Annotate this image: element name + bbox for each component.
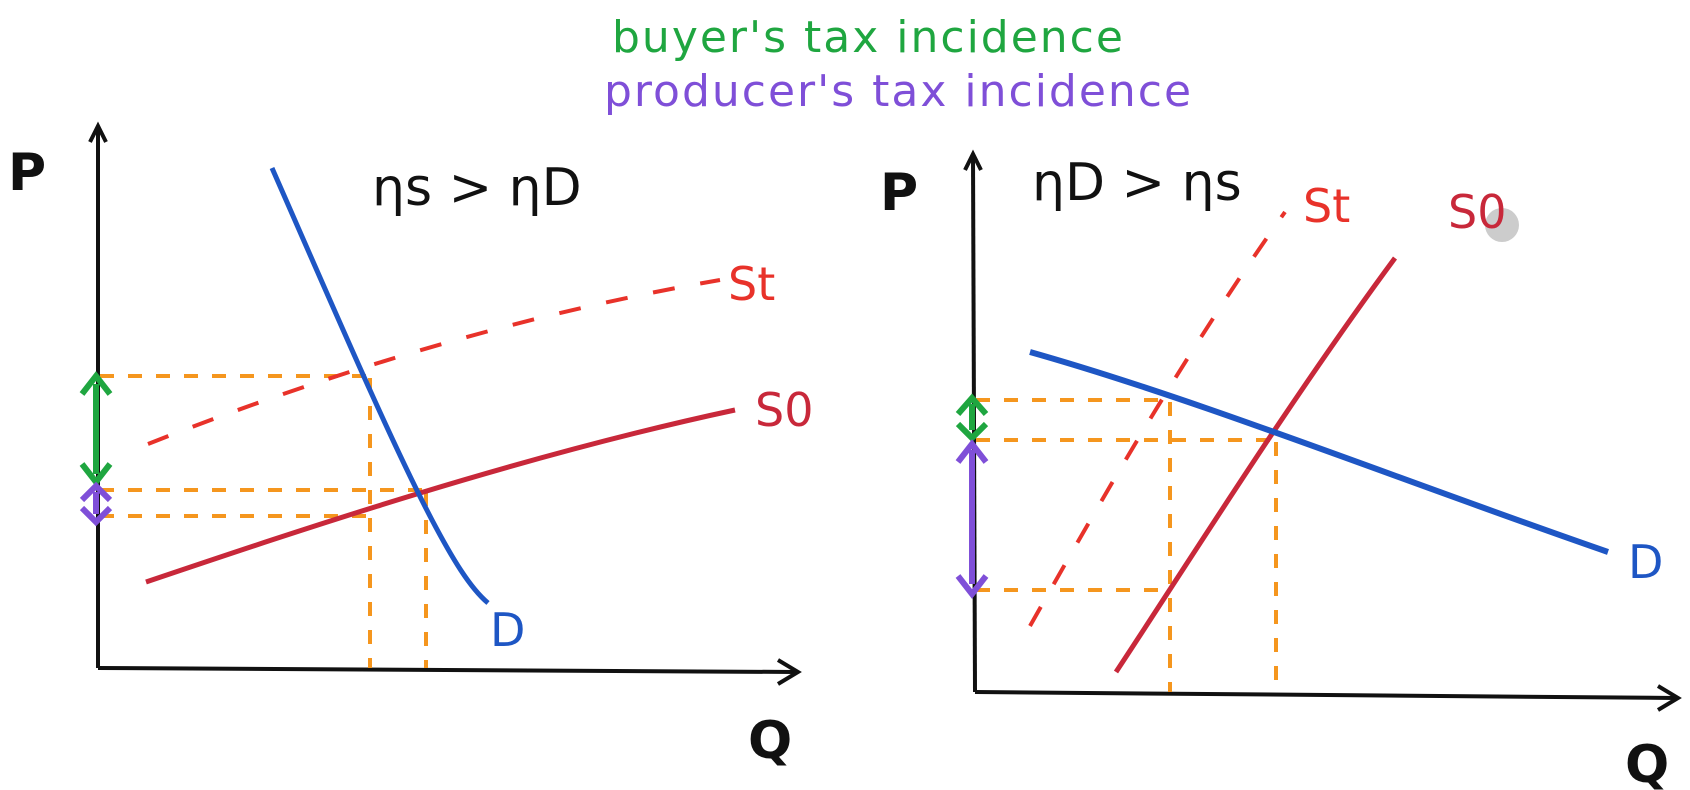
right-supply-taxed-label: St (1303, 179, 1350, 233)
right-demand-curve (1029, 349, 1609, 555)
right-producer-incidence-arrow (955, 439, 989, 599)
right-demand-label: D (1628, 535, 1663, 589)
left-demand-curve (269, 166, 490, 605)
left-supply-original-label: S0 (755, 383, 813, 437)
left-panel: P Q ηs > ηD St S0 D (8, 121, 813, 771)
left-x-axis (97, 666, 796, 674)
right-x-axis (974, 690, 1676, 700)
right-panel: P Q ηD > ηs St S0 D (880, 149, 1682, 790)
right-y-axis-label: P (880, 163, 918, 223)
left-x-axis-label: Q (748, 711, 792, 771)
right-supply-original-label-group: S0 (1448, 185, 1519, 242)
left-supply-original-curve (145, 407, 736, 585)
left-buyer-incidence-arrow (79, 371, 113, 487)
producer-incidence-title: producer's tax incidence (604, 66, 1193, 117)
right-supply-original-curve (1113, 256, 1398, 674)
right-x-axis-arrowhead (1656, 684, 1682, 712)
left-y-axis-arrowhead (88, 121, 108, 143)
left-guides (100, 374, 428, 668)
cursor-highlight-dot (1485, 208, 1519, 242)
right-y-axis-arrowhead (963, 149, 983, 171)
left-y-axis-label: P (8, 143, 46, 203)
left-demand-label: D (490, 603, 525, 657)
right-elasticity-note: ηD > ηs (1032, 153, 1242, 213)
left-supply-taxed-label: St (728, 257, 775, 311)
left-elasticity-note: ηs > ηD (372, 158, 582, 218)
left-x-axis-arrowhead (776, 658, 802, 686)
left-producer-incidence-arrow (79, 481, 113, 527)
right-supply-original-label: S0 (1448, 185, 1506, 239)
left-supply-taxed-curve (147, 278, 721, 446)
right-buyer-incidence-arrow (955, 393, 989, 443)
buyer-incidence-title: buyer's tax incidence (612, 12, 1125, 63)
right-supply-taxed-curve (1028, 210, 1287, 627)
right-guides (976, 398, 1278, 692)
right-x-axis-label: Q (1625, 735, 1669, 790)
